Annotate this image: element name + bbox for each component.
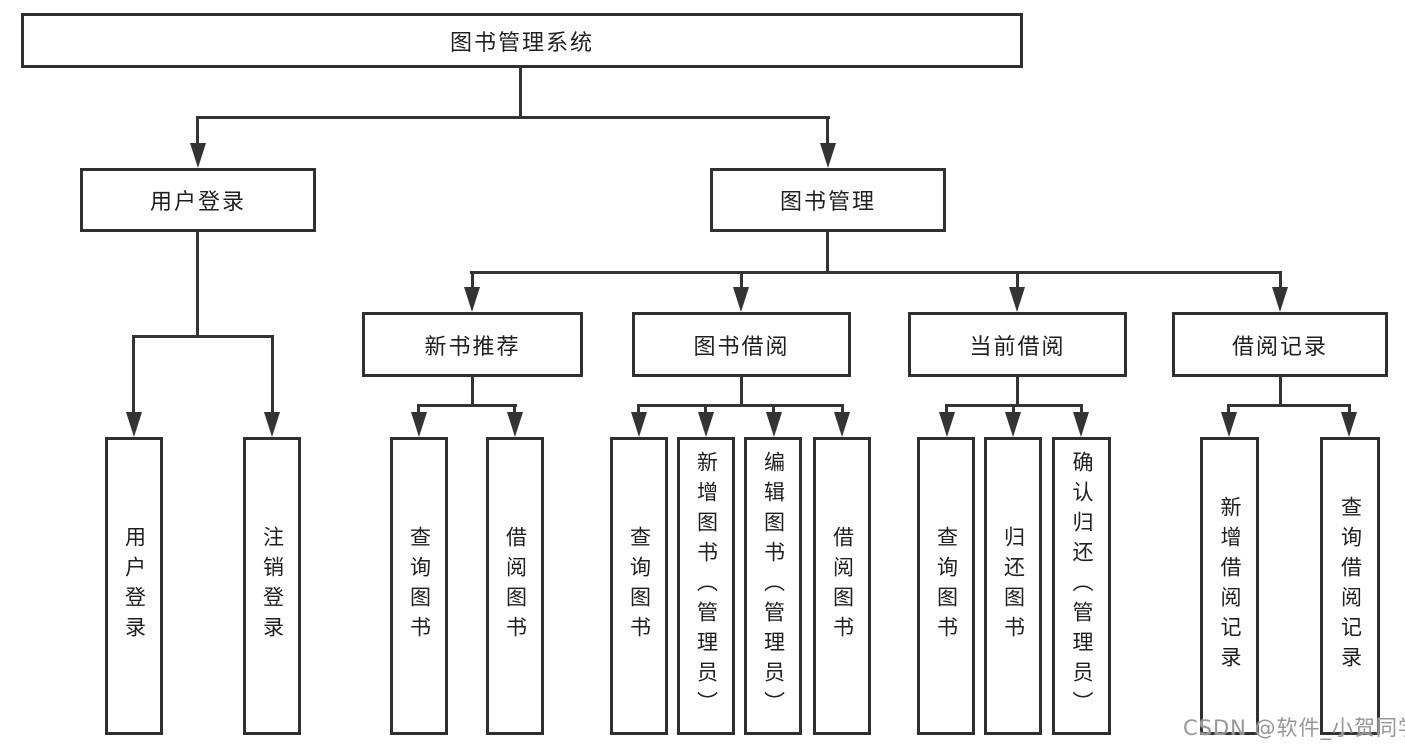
connector-stub: [704, 404, 707, 416]
node-leaf-query-books-3: 查询图书: [917, 437, 975, 735]
arrowhead-add-borrow-record: [1221, 412, 1237, 437]
node-leaf-borrow-books-2-label: 借阅图书: [830, 526, 855, 646]
node-leaf-return-books-label: 归还图书: [1001, 526, 1026, 646]
connector-root-stem: [519, 66, 522, 118]
node-leaf-add-book-admin-label: 新增图书（管理员）: [694, 451, 719, 721]
connector-user-login-bar: [132, 335, 274, 338]
arrowhead-leaf-logout: [264, 412, 280, 437]
node-book-borrow-label: 图书借阅: [693, 334, 790, 360]
node-leaf-query-borrow-record: 查询借阅记录: [1320, 437, 1380, 735]
node-new-book-recommend: 新书推荐: [362, 312, 583, 377]
node-root-label: 图书管理系统: [449, 30, 594, 56]
csdn-watermark: CSDN @软件_小贺同学: [1183, 716, 1405, 740]
connector-new-book-stem: [471, 377, 474, 407]
connector-stub: [1348, 404, 1351, 416]
node-leaf-query-borrow-record-label: 查询借阅记录: [1338, 496, 1363, 676]
connector-borrow-records-bar: [1227, 404, 1351, 407]
connector-stub: [513, 404, 516, 416]
connector-current-borrow-stem: [1016, 377, 1019, 407]
arrowhead-query-books-3: [939, 412, 955, 437]
node-current-borrow: 当前借阅: [908, 312, 1127, 377]
node-user-login-label: 用户登录: [149, 190, 246, 215]
node-leaf-confirm-return-admin-label: 确认归还（管理员）: [1070, 451, 1094, 721]
connector-stub: [945, 404, 948, 416]
arrowhead-book-management: [820, 143, 836, 168]
connector-stub: [417, 404, 420, 416]
node-leaf-borrow-books-2: 借阅图书: [813, 437, 871, 735]
connector-to-book-management: [826, 116, 829, 148]
node-book-management-label: 图书管理: [779, 190, 876, 215]
connector-to-borrow-records: [1279, 271, 1282, 291]
node-leaf-user-login: 用户登录: [105, 437, 163, 735]
connector-stub: [1080, 404, 1083, 416]
connector-stub: [841, 404, 844, 416]
node-new-book-recommend-label: 新书推荐: [424, 334, 521, 360]
node-leaf-edit-book-admin: 编辑图书（管理员）: [744, 437, 802, 735]
node-borrow-records: 借阅记录: [1172, 312, 1388, 377]
node-leaf-user-login-label: 用户登录: [122, 526, 147, 646]
node-book-management: 图书管理: [710, 168, 946, 232]
connector-to-new-book: [471, 271, 474, 291]
connector-level3-bar: [470, 271, 1282, 274]
arrowhead-query-books-2: [631, 412, 647, 437]
arrowhead-book-borrow: [733, 287, 749, 312]
node-borrow-records-label: 借阅记录: [1231, 334, 1328, 360]
connector-user-login-stem: [196, 232, 199, 338]
node-leaf-query-books-3-label: 查询图书: [934, 526, 959, 646]
connector-book-borrow-bar: [637, 404, 844, 407]
connector-to-book-borrow: [740, 271, 743, 291]
connector-stub: [1012, 404, 1015, 416]
connector-new-book-bar: [417, 404, 517, 407]
arrowhead-confirm-return: [1073, 412, 1089, 437]
arrowhead-edit-book: [766, 412, 782, 437]
connector-book-management-stem: [826, 232, 829, 274]
connector-to-leaf-login: [132, 335, 135, 415]
node-leaf-add-borrow-record-label: 新增借阅记录: [1218, 496, 1242, 676]
node-leaf-confirm-return-admin: 确认归还（管理员）: [1052, 437, 1111, 735]
node-leaf-query-books-1-label: 查询图书: [407, 526, 432, 646]
node-leaf-logout: 注销登录: [243, 437, 301, 735]
connector-borrow-records-stem: [1279, 377, 1282, 407]
arrowhead-return-books: [1005, 412, 1021, 437]
connector-book-borrow-stem: [740, 377, 743, 407]
node-leaf-add-borrow-record: 新增借阅记录: [1200, 437, 1259, 735]
arrowhead-query-borrow-record: [1341, 412, 1357, 437]
arrowhead-leaf-login: [126, 412, 142, 437]
node-leaf-borrow-books-1-label: 借阅图书: [503, 526, 528, 646]
arrowhead-borrow-books-1: [507, 412, 523, 437]
node-leaf-return-books: 归还图书: [984, 437, 1042, 735]
node-book-borrow: 图书借阅: [632, 312, 851, 377]
node-leaf-add-book-admin: 新增图书（管理员）: [677, 437, 735, 735]
node-leaf-query-books-1: 查询图书: [390, 437, 448, 735]
node-leaf-query-books-2-label: 查询图书: [627, 526, 652, 646]
connector-to-user-login: [196, 116, 199, 148]
node-user-login: 用户登录: [80, 168, 316, 232]
connector-stub: [637, 404, 640, 416]
connector-level2-bar: [196, 116, 830, 119]
connector-stub: [772, 404, 775, 416]
node-leaf-logout-label: 注销登录: [260, 526, 285, 646]
node-leaf-edit-book-admin-label: 编辑图书（管理员）: [761, 451, 786, 721]
node-leaf-query-books-2: 查询图书: [610, 437, 668, 735]
node-leaf-borrow-books-1: 借阅图书: [486, 437, 544, 735]
arrowhead-borrow-books-2: [834, 412, 850, 437]
arrowhead-query-books-1: [411, 412, 427, 437]
arrowhead-borrow-records: [1272, 287, 1288, 312]
connector-stub: [1227, 404, 1230, 416]
connector-to-leaf-logout: [271, 335, 274, 415]
node-root: 图书管理系统: [21, 13, 1023, 68]
arrowhead-current-borrow: [1009, 287, 1025, 312]
arrowhead-add-book: [698, 412, 714, 437]
arrowhead-new-book: [464, 287, 480, 312]
arrowhead-user-login: [190, 143, 206, 168]
connector-to-current-borrow: [1016, 271, 1019, 291]
node-current-borrow-label: 当前借阅: [969, 334, 1066, 360]
